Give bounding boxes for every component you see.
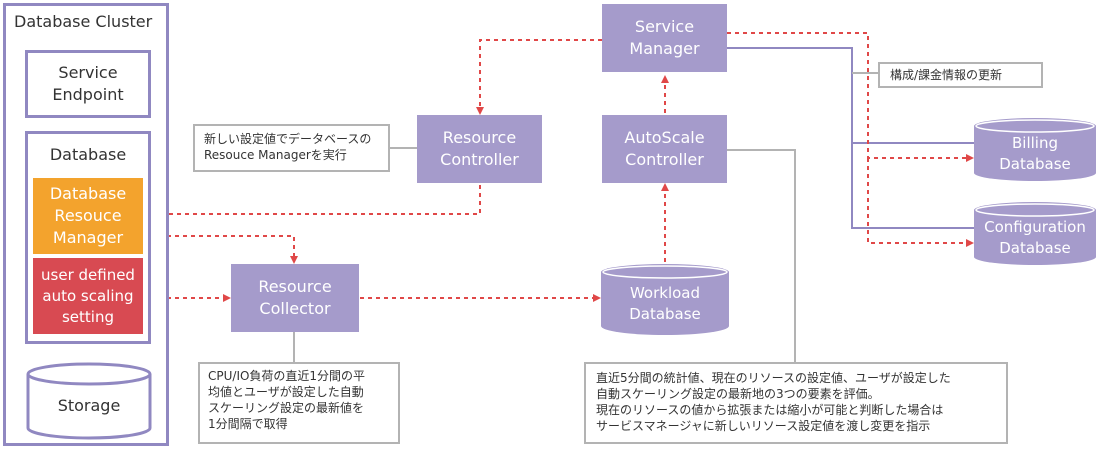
- cluster-title: Database Cluster: [14, 12, 153, 31]
- billing-update-note: 構成/課金情報の更新: [878, 62, 1043, 88]
- workload-database-cylinder: [601, 264, 729, 335]
- resource-controller-note: 新しい設定値でデータベースの Resouce Managerを実行: [193, 124, 390, 172]
- autoscale-controller-note: 直近5分間の統計値、現在のリソースの設定値、ユーザが設定した 自動スケーリング設…: [584, 362, 1008, 444]
- configuration-database-label: Configuration Database: [984, 218, 1086, 257]
- configuration-database-cylinder: [974, 202, 1096, 265]
- storage-label: Storage: [57, 396, 121, 415]
- billing-database-label: Billing Database: [999, 134, 1071, 173]
- service-manager: Service Manager: [602, 4, 727, 72]
- workload-database-label: Workload Database: [629, 284, 701, 323]
- service-endpoint-box: Service Endpoint: [25, 50, 151, 118]
- database-label: Database: [49, 145, 127, 164]
- resource-controller: Resource Controller: [417, 115, 542, 183]
- autoscale-controller: AutoScale Controller: [602, 115, 727, 183]
- resource-collector: Resource Collector: [231, 264, 359, 332]
- database-resource-manager: Database Resouce Manager: [33, 178, 143, 254]
- billing-database-cylinder: [974, 118, 1096, 181]
- resource-collector-note: CPU/IO負荷の直近1分間の平 均値とユーザが設定した自動 スケーリング設定の…: [198, 362, 400, 444]
- user-defined-auto-scaling-setting: user defined auto scaling setting: [33, 258, 143, 334]
- storage-cylinder: [26, 362, 152, 440]
